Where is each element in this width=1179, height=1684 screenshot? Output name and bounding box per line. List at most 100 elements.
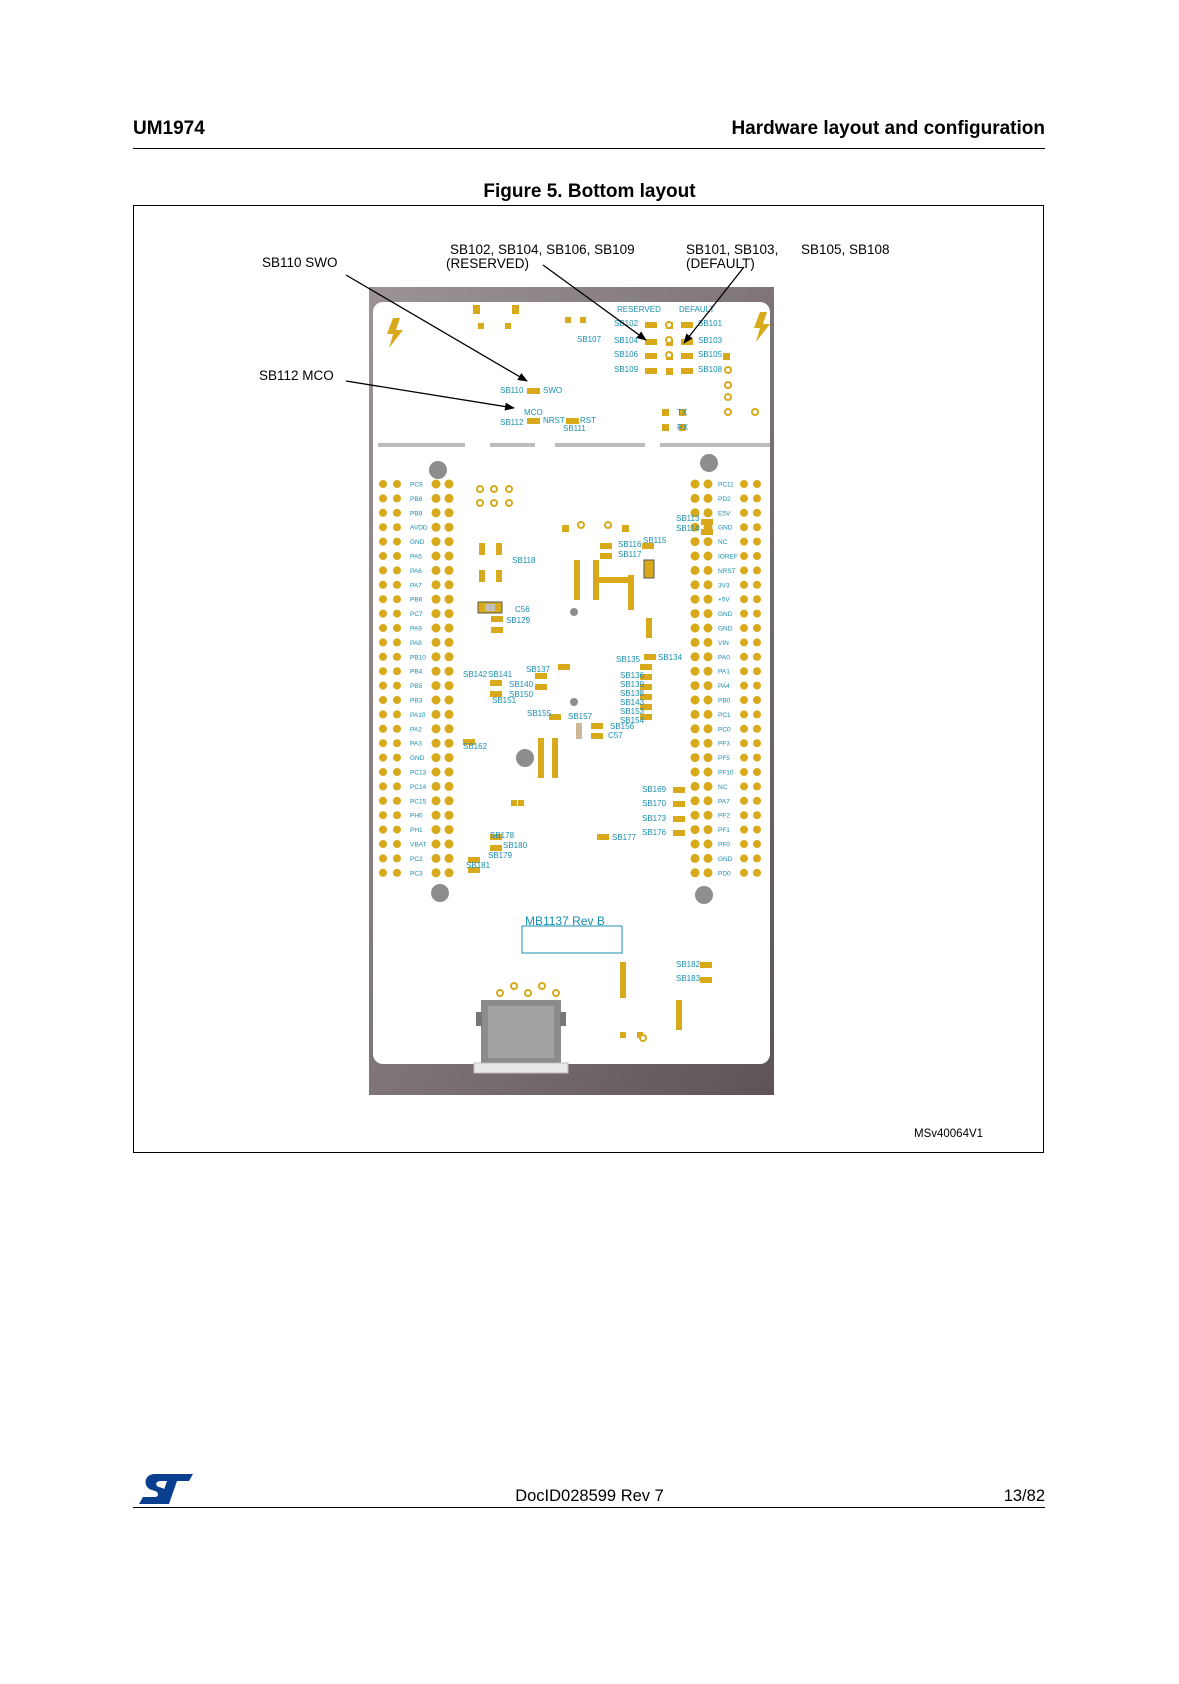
pin-label: PA1 [718, 669, 730, 676]
header-pin [379, 796, 387, 805]
header-pin [690, 637, 700, 647]
header-pin [444, 637, 454, 647]
header-pin [431, 594, 441, 604]
header-pin [753, 840, 761, 848]
header-pin [444, 537, 454, 547]
pin-label: AVDD [410, 525, 428, 532]
header-pin [393, 638, 401, 647]
header-pin [379, 480, 387, 488]
pin-label: PC1 [718, 712, 731, 719]
header-pin [431, 551, 441, 561]
pin-label: IOREF [718, 554, 738, 561]
header-pin [444, 781, 454, 791]
header-pin [740, 840, 748, 848]
header-pin [690, 796, 700, 806]
silk-label-sb169: SB169 [642, 785, 667, 794]
header-pin [703, 479, 713, 489]
header-pin [393, 739, 401, 748]
header-pin [703, 666, 713, 676]
header-pin [740, 768, 748, 776]
silk-label-sb113: SB113 [676, 514, 700, 523]
silk-label-sb157: SB157 [568, 712, 593, 721]
silk-label-sb154: SB154 [620, 716, 645, 725]
silk-label-tx: TX [677, 408, 688, 417]
pin-label: VBAT [410, 842, 427, 849]
figure-title: Figure 5. Bottom layout [483, 181, 696, 202]
pin-label: PB8 [410, 496, 423, 503]
header-pin [740, 609, 748, 618]
pin-label: E5V [718, 510, 731, 517]
header-pin [444, 868, 454, 878]
silk-label-sb151: SB151 [492, 696, 517, 705]
pin-label: PD2 [718, 496, 731, 503]
header-pin [379, 739, 387, 748]
silk-label-c56: C56 [515, 605, 530, 614]
header-pin [393, 825, 401, 834]
header-pin [740, 566, 748, 575]
header-pin [431, 508, 441, 518]
header-pin [379, 508, 387, 517]
pin-label: PB3 [410, 698, 423, 705]
silk-label-sb114: SB114 [676, 524, 700, 533]
header-pin [753, 868, 761, 877]
header-pin [379, 494, 387, 503]
silk-label-rx: RX [677, 423, 689, 432]
header-pin [753, 768, 761, 776]
silk-label-sb173: SB173 [642, 814, 667, 823]
header-pin [690, 853, 700, 863]
header-pin [431, 565, 441, 575]
pin-label: PH0 [410, 813, 423, 820]
silk-label-sb104: SB104 [614, 336, 639, 345]
pin-label: PC3 [410, 870, 423, 877]
header-pin [703, 551, 713, 561]
pin-label: PA7 [410, 582, 422, 589]
pin-label: PB9 [410, 510, 423, 517]
header-pin [753, 537, 761, 546]
header-pin [393, 624, 401, 632]
usb-connector [473, 1000, 569, 1074]
header-pin [393, 710, 401, 719]
silk-label-sb115: SB115 [643, 536, 667, 545]
capacitors [477, 559, 655, 739]
header-pin [703, 580, 713, 590]
silk-label-sb177: SB177 [612, 833, 637, 842]
header-pin [753, 825, 761, 834]
pin-label: +5V [718, 597, 730, 604]
silk-label-sb101: SB101 [698, 319, 723, 328]
header-pin [703, 652, 713, 662]
header-pin [444, 796, 454, 806]
board-name-plate [521, 925, 623, 954]
header-pin [753, 480, 761, 488]
pin-label: PA0 [718, 654, 730, 661]
silk-label-sb112: SB112 [500, 418, 524, 427]
header-pin [431, 537, 441, 547]
header-pin [379, 710, 387, 719]
header-pin [703, 753, 713, 763]
header-pin [393, 768, 401, 776]
header-pin [431, 580, 441, 590]
header-pin [690, 580, 700, 590]
silk-label-sb137: SB137 [526, 665, 551, 674]
header-pin [740, 696, 748, 704]
silk-label-sb111: SB111 [563, 424, 586, 433]
header-pin [379, 753, 387, 762]
header-pin [740, 652, 748, 661]
callout-arrows [345, 264, 745, 411]
header-pin [703, 681, 713, 691]
silk-label-sb170: SB170 [642, 799, 667, 808]
pin-label: PF1 [718, 827, 730, 834]
header-pin [379, 840, 387, 848]
header-pin [753, 724, 761, 733]
header-pin [444, 623, 454, 633]
header-pin [740, 638, 748, 647]
pin-label: PD0 [718, 870, 731, 877]
silk-label-sb107: SB107 [577, 335, 602, 344]
header-pin [690, 738, 700, 748]
header-pin [703, 695, 713, 705]
footer-doc-ref: DocID028599 Rev 7 [515, 1487, 664, 1505]
pin-label: GND [718, 525, 733, 532]
silk-label-rst: RST [580, 416, 596, 425]
silk-label-sb110: SB110 [500, 386, 524, 395]
header-pin [393, 537, 401, 546]
header-pin [740, 667, 748, 676]
